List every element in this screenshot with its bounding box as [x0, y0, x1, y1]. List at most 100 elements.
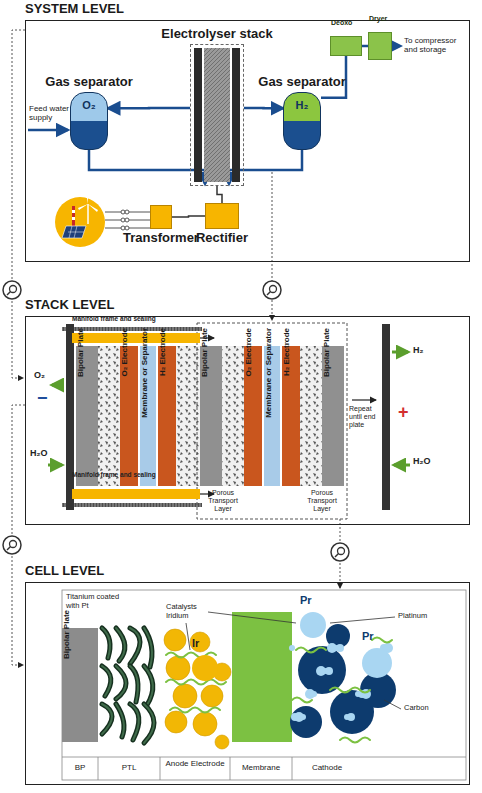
- illustration-part: [98, 346, 120, 486]
- illustration-part: [144, 628, 152, 667]
- illustration-part: [344, 714, 350, 720]
- illustration-part: [300, 346, 322, 486]
- pipe-connector: [244, 107, 283, 110]
- illustration-part: [330, 617, 395, 623]
- illustration-part: [166, 638, 392, 743]
- illustration-part: [72, 206, 75, 226]
- illustration-part: [116, 704, 124, 737]
- illustration-part: [116, 666, 126, 699]
- illustration-part: [89, 150, 205, 184]
- cathode-electrode: H₂ Electrode: [158, 346, 176, 486]
- illustration-part: [330, 690, 374, 734]
- electrolyser-stack: Electrolyser stack: [190, 44, 244, 186]
- illustration-part: [68, 226, 84, 238]
- callout-label: BP: [62, 763, 98, 772]
- illustration-part: [116, 704, 124, 737]
- pipe-connector: [217, 186, 222, 203]
- illustration-part: [130, 666, 138, 702]
- rectifier: Rectifier: [205, 203, 239, 229]
- node-label: Manifold frame and sealing: [72, 471, 156, 478]
- level-panel: SYSTEM LEVELGas separatorO₂Electrolyser …: [25, 20, 470, 262]
- illustration-part: [331, 543, 349, 561]
- illustration-part: [121, 218, 125, 222]
- illustration-part: [102, 628, 110, 658]
- illustration-part: [190, 632, 210, 652]
- illustration-part: [125, 218, 129, 222]
- illustration-part: [194, 48, 202, 182]
- callout-label: Cathode: [292, 763, 362, 772]
- illustration-part: [232, 612, 292, 742]
- node-label: O₂ Electrode: [120, 328, 129, 376]
- anode-electrode: O₂ Electrode: [244, 346, 262, 486]
- node-label: Bipolar Plate: [322, 328, 331, 377]
- node-label: H₂: [284, 99, 320, 112]
- illustration-part: [105, 228, 121, 229]
- node-label: O₂ Electrode: [244, 328, 253, 376]
- node-label: Rectifier: [196, 231, 248, 246]
- illustration-part: [28, 129, 68, 132]
- illustration-part: [289, 645, 295, 651]
- illustration-part: [263, 281, 281, 299]
- illustration-part: [72, 210, 75, 213]
- node-label: Pr: [362, 630, 374, 643]
- illustration-part: [144, 628, 152, 667]
- illustration-part: [102, 628, 110, 658]
- node-label: O₂: [71, 99, 107, 112]
- node-label: Gas separator: [45, 75, 132, 90]
- illustration-part: [197, 323, 347, 519]
- callout-label: O₂: [34, 370, 54, 380]
- illustration-part: [215, 735, 229, 749]
- illustration-part: [62, 503, 202, 507]
- illustration-part: [144, 704, 154, 743]
- illustration-part: [52, 384, 64, 387]
- illustration-part: [222, 346, 244, 486]
- illustration-part: [130, 628, 140, 664]
- node-label: SYSTEM LEVEL: [25, 2, 124, 17]
- illustration-part: [3, 281, 21, 299]
- illustration-part: [130, 704, 139, 740]
- illustration-part: [392, 45, 401, 47]
- illustration-part: [102, 628, 154, 743]
- platinum-particle: Pr: [300, 612, 326, 638]
- illustration-part: [170, 708, 220, 713]
- callout-label: Titanium coated with Pt: [66, 593, 126, 610]
- illustration-part: [48, 464, 62, 467]
- node-label: H₂ Electrode: [282, 328, 291, 376]
- node-label: Deoxo: [331, 19, 352, 27]
- illustration-part: [66, 324, 74, 510]
- callout-label: Platinum: [398, 612, 442, 621]
- deoxo-unit: Deoxo: [330, 36, 362, 56]
- callout-label: H₂O: [30, 448, 60, 458]
- callout-label: Porous Transport Layer: [301, 489, 343, 513]
- membrane-layer: Membrane or Separator: [140, 346, 156, 486]
- illustration-part: [166, 680, 226, 685]
- illustration-part: [116, 628, 125, 661]
- illustration-part: [62, 757, 466, 780]
- illustration-part: [144, 666, 153, 705]
- callout-label: Porous Transport Layer: [202, 489, 244, 513]
- callout-label: +: [398, 402, 412, 423]
- illustration-part: [102, 666, 111, 696]
- node-label: CELL LEVEL: [25, 564, 104, 579]
- bipolar-plate: Bipolar Plate: [62, 628, 98, 742]
- illustration-part: [327, 643, 337, 653]
- pipe-connector: [108, 107, 190, 110]
- node-label: Ir: [192, 637, 199, 650]
- illustration-part: [201, 685, 223, 707]
- illustration-part: [102, 666, 111, 696]
- illustration-part: [193, 712, 217, 736]
- illustration-part: [164, 629, 186, 651]
- pipe-connector: [172, 216, 205, 217]
- node-label: Electrolyser stack: [161, 27, 272, 42]
- illustration-part: [290, 706, 322, 738]
- node-label: Transformer: [123, 231, 199, 246]
- gas-separator: Gas separatorO₂: [70, 92, 108, 150]
- illustration-part: [62, 757, 466, 758]
- callout-label: To compressor and storage: [404, 36, 470, 54]
- illustration-part: [382, 324, 390, 510]
- illustration-part: [3, 536, 21, 554]
- gas-separator: Gas separatorH₂: [283, 92, 321, 150]
- illustration-part: [232, 48, 240, 182]
- illustration-part: [296, 648, 326, 653]
- illustration-part: [330, 688, 370, 693]
